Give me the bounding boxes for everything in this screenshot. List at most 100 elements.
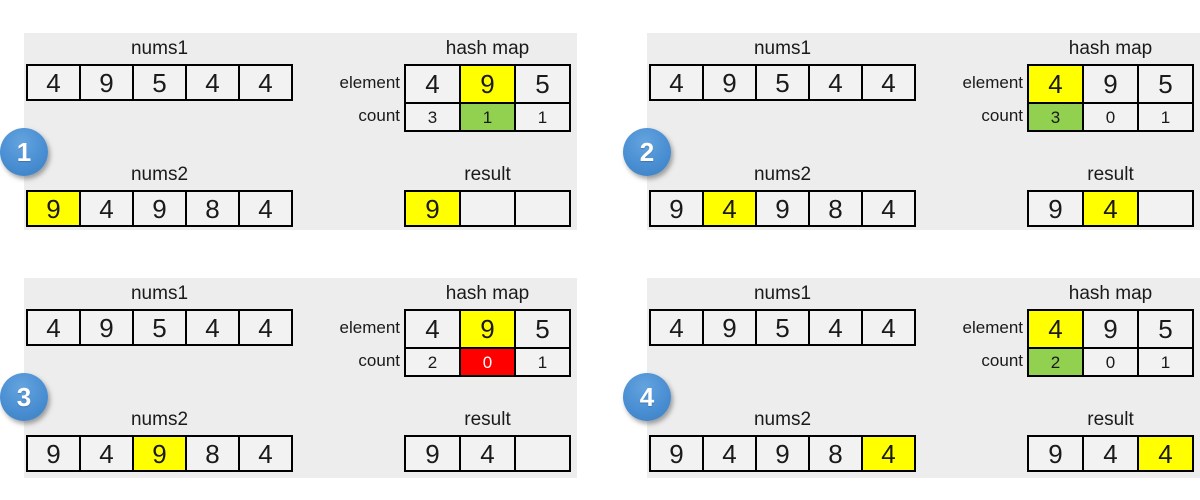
- nums2-array: 9 4 9 8 4: [26, 435, 293, 472]
- result-array: 9 4 4: [1027, 435, 1194, 472]
- nums1-cell: 9: [81, 311, 134, 344]
- nums2-cell: 4: [81, 437, 134, 470]
- result-cell: 4: [1084, 437, 1139, 470]
- nums1-array: 4 9 5 4 4: [649, 64, 916, 101]
- step-panel-3: 3 nums1 4 9 5 4 4 hash map element count…: [0, 278, 577, 478]
- nums1-array: 4 9 5 4 4: [26, 309, 293, 346]
- result-title: result: [1087, 409, 1134, 430]
- nums2-cell: 9: [28, 437, 81, 470]
- hashmap-count-cell: 1: [1139, 104, 1192, 130]
- hashmap-count-cell: 1: [1139, 349, 1192, 375]
- hashmap-element-cell: 4: [406, 311, 461, 347]
- hashmap-element-cell: 5: [516, 311, 569, 347]
- result-cell: 9: [406, 437, 461, 470]
- nums2-cell: 8: [187, 437, 240, 470]
- result-cell: [516, 192, 569, 225]
- hashmap-count-row: 3 1 1: [406, 104, 569, 130]
- nums2-cell: 9: [757, 437, 810, 470]
- nums2-cell: 4: [240, 437, 291, 470]
- hashmap-count-cell: 1: [516, 104, 569, 130]
- hashmap-count-cell: 3: [1029, 104, 1084, 130]
- nums1-cell: 4: [28, 311, 81, 344]
- nums1-title: nums1: [130, 38, 189, 59]
- nums1-cell: 4: [863, 311, 914, 344]
- nums2-array: 9 4 9 8 4: [26, 190, 293, 227]
- hashmap-title: hash map: [445, 38, 530, 59]
- hashmap-count-row: 2 0 1: [1029, 349, 1192, 375]
- count-row-label: count: [358, 106, 400, 125]
- result-cell: 9: [406, 192, 461, 225]
- hashmap-element-cell: 4: [406, 66, 461, 102]
- result-title: result: [464, 164, 511, 185]
- result-cell: [461, 192, 516, 225]
- nums1-cell: 4: [240, 66, 291, 99]
- hashmap-count-cell: 3: [406, 104, 461, 130]
- count-row-label: count: [358, 351, 400, 370]
- nums2-cell: 9: [757, 192, 810, 225]
- step-2-badge: 2: [623, 128, 671, 176]
- nums2-cell: 9: [28, 192, 81, 225]
- nums1-array: 4 9 5 4 4: [26, 64, 293, 101]
- nums1-cell: 4: [810, 66, 863, 99]
- result-cell: 4: [1084, 192, 1139, 225]
- hashmap-title: hash map: [445, 283, 530, 304]
- nums2-title: nums2: [753, 409, 812, 430]
- nums1-cell: 4: [651, 66, 704, 99]
- hashmap-element-cell: 9: [461, 66, 516, 102]
- nums1-cell: 5: [757, 66, 810, 99]
- hashmap-title: hash map: [1068, 283, 1153, 304]
- nums1-cell: 9: [81, 66, 134, 99]
- result-array: 9 4: [1027, 190, 1194, 227]
- element-row-label: element: [339, 73, 400, 92]
- result-cell: 4: [1139, 437, 1192, 470]
- nums1-cell: 4: [187, 66, 240, 99]
- result-array: 9: [404, 190, 571, 227]
- step-panel-2: 2 nums1 4 9 5 4 4 hash map element count…: [623, 33, 1200, 230]
- element-row-label: element: [339, 318, 400, 337]
- nums2-cell: 4: [704, 192, 757, 225]
- nums2-title: nums2: [753, 164, 812, 185]
- hashmap-count-cell: 0: [1084, 104, 1139, 130]
- element-row-label: element: [962, 318, 1023, 337]
- hashmap-count-row: 2 0 1: [406, 349, 569, 375]
- hashmap-title: hash map: [1068, 38, 1153, 59]
- nums2-cell: 8: [810, 437, 863, 470]
- step-panel-1: 1 nums1 4 9 5 4 4 hash map element count…: [0, 33, 577, 230]
- nums1-cell: 4: [240, 311, 291, 344]
- nums2-title: nums2: [130, 164, 189, 185]
- nums2-cell: 8: [810, 192, 863, 225]
- nums1-title: nums1: [130, 283, 189, 304]
- hashmap-element-cell: 4: [1029, 311, 1084, 347]
- step-4-badge: 4: [623, 373, 671, 421]
- nums1-cell: 4: [810, 311, 863, 344]
- hashmap-table: 4 9 5 2 0 1: [1027, 309, 1194, 377]
- step-3-badge: 3: [0, 373, 48, 421]
- nums2-cell: 9: [134, 192, 187, 225]
- result-cell: 4: [461, 437, 516, 470]
- element-row-label: element: [962, 73, 1023, 92]
- nums1-cell: 5: [757, 311, 810, 344]
- step-panel-4: 4 nums1 4 9 5 4 4 hash map element count…: [623, 278, 1200, 478]
- hashmap-element-cell: 5: [1139, 311, 1192, 347]
- nums2-cell: 9: [651, 437, 704, 470]
- nums2-array: 9 4 9 8 4: [649, 190, 916, 227]
- hashmap-count-cell: 2: [406, 349, 461, 375]
- step-4-number: 4: [639, 382, 655, 412]
- result-cell: 9: [1029, 192, 1084, 225]
- nums1-cell: 5: [134, 311, 187, 344]
- hashmap-element-row: 4 9 5: [406, 66, 569, 104]
- hashmap-count-cell: 0: [461, 349, 516, 375]
- hashmap-element-cell: 9: [1084, 311, 1139, 347]
- step-1-number: 1: [16, 137, 32, 167]
- nums1-cell: 4: [187, 311, 240, 344]
- nums2-cell: 4: [240, 192, 291, 225]
- nums2-cell: 4: [81, 192, 134, 225]
- hashmap-element-row: 4 9 5: [1029, 311, 1192, 349]
- hashmap-element-row: 4 9 5: [1029, 66, 1192, 104]
- result-array: 9 4: [404, 435, 571, 472]
- hashmap-table: 4 9 5 2 0 1: [404, 309, 571, 377]
- nums2-cell: 9: [134, 437, 187, 470]
- hashmap-count-cell: 1: [461, 104, 516, 130]
- nums2-cell: 4: [863, 437, 914, 470]
